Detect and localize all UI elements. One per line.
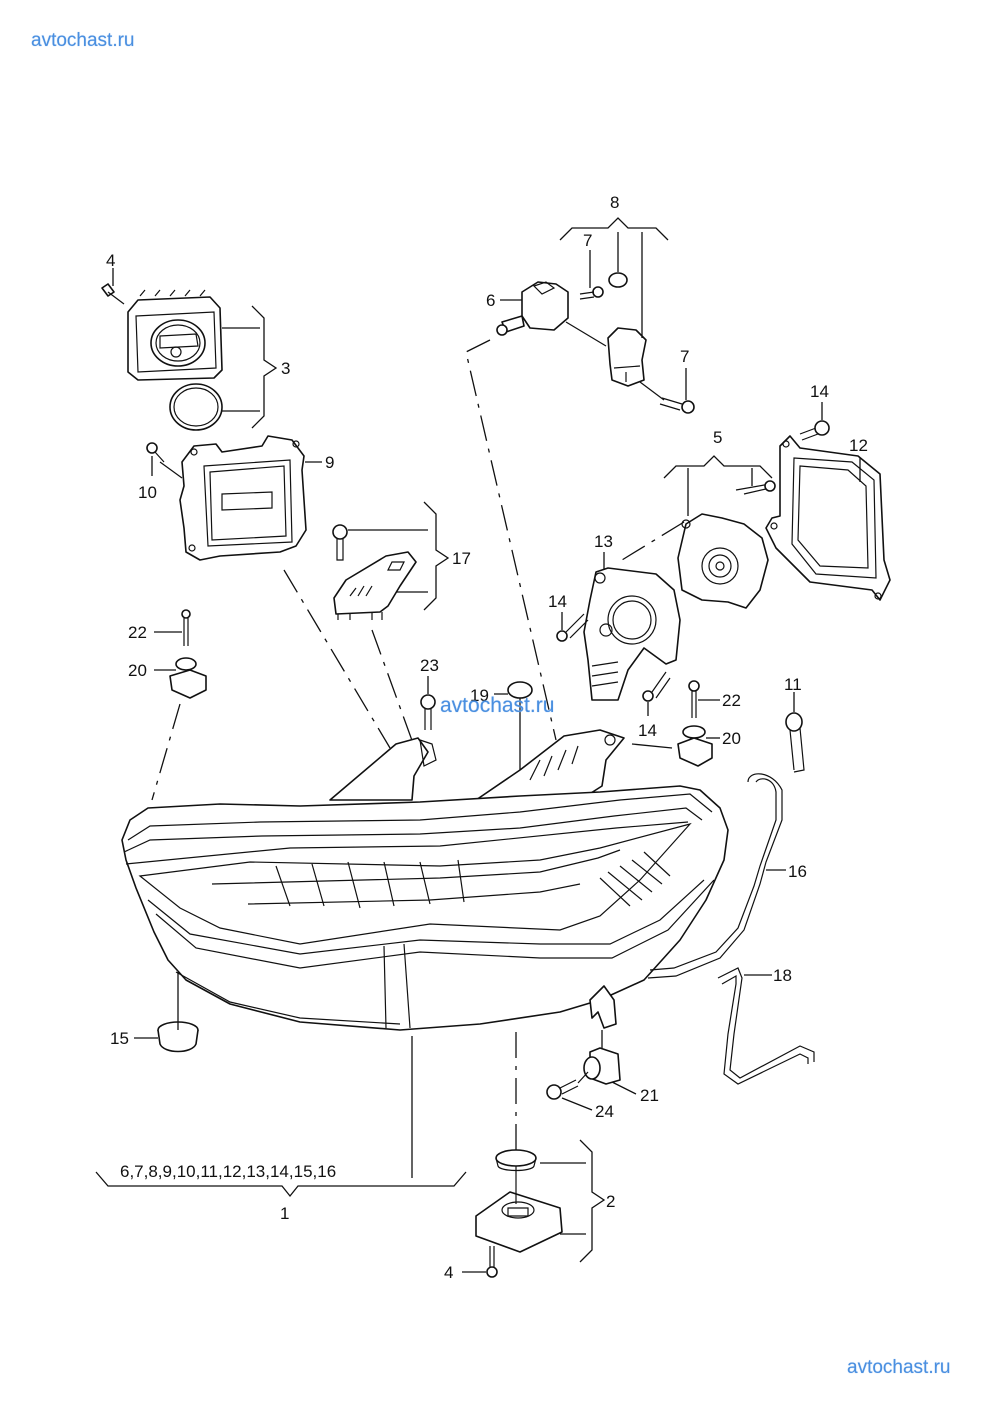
dash-6-to-housing	[465, 339, 557, 741]
part-8-cap	[608, 232, 628, 288]
callout-2: 2	[606, 1192, 615, 1211]
callout-22-right: 22	[722, 691, 741, 710]
part-17-bracket	[332, 524, 417, 620]
part-8-bracket	[565, 232, 647, 387]
part-14-screw-top	[799, 402, 830, 441]
callout-14-top: 14	[810, 382, 829, 401]
watermark-bottom: avtochast.ru	[847, 1357, 951, 1378]
part-15-cap	[157, 972, 199, 1053]
part-22-screw-right	[688, 680, 700, 718]
dash-20-to-housing	[151, 703, 181, 801]
part-10-screw	[146, 442, 183, 479]
part-2-control-unit	[475, 1149, 563, 1253]
callout-5: 5	[713, 428, 722, 447]
leader-2	[540, 1162, 586, 1235]
callout-14-bottom: 14	[638, 721, 657, 740]
part-13-holder	[583, 552, 681, 701]
part-23-screw	[420, 676, 436, 730]
part-3-control-unit	[127, 289, 223, 431]
callout-23: 23	[420, 656, 439, 675]
brace-3	[251, 305, 278, 429]
part-22-screw-left	[181, 609, 191, 646]
brace-8	[559, 217, 669, 241]
dash-9-to-housing	[283, 569, 391, 749]
part-1-headlight-housing	[121, 729, 729, 1031]
part-11-seal	[785, 692, 805, 773]
part-7-screw-right	[639, 368, 695, 414]
callout-7-top: 7	[583, 231, 592, 250]
callout-4-top: 4	[106, 251, 115, 270]
part-20-clip-right	[677, 725, 713, 767]
part-5-fan-motor	[677, 468, 776, 609]
callout-16: 16	[788, 862, 807, 881]
brace-5	[663, 455, 773, 479]
callout-14-left: 14	[548, 592, 567, 611]
callout-19: 19	[470, 686, 489, 705]
part-4-screw-top	[101, 268, 125, 305]
dash-13-to-5	[621, 521, 685, 561]
callout-20-left: 20	[128, 661, 147, 680]
callout-17: 17	[452, 549, 471, 568]
part-6-actuator	[496, 281, 569, 336]
callout-7-right: 7	[680, 347, 689, 366]
part-24-screw	[546, 1071, 593, 1111]
part-9-adapter-frame	[179, 435, 307, 561]
callout-9: 9	[325, 453, 334, 472]
part-12-gasket	[765, 435, 891, 601]
callout-10: 10	[138, 483, 157, 502]
callout-13: 13	[594, 532, 613, 551]
callout-4-bottom: 4	[444, 1263, 453, 1282]
callout-24: 24	[595, 1102, 614, 1121]
callout-1-group: 6,7,8,9,10,11,12,13,14,15,16	[120, 1162, 336, 1181]
part-21-clip	[583, 1030, 637, 1095]
leader-17	[348, 529, 428, 593]
brace-17	[423, 501, 450, 611]
callout-1: 1	[280, 1204, 289, 1223]
part-18-hose	[717, 967, 815, 1085]
callout-3: 3	[281, 359, 290, 378]
brace-1	[95, 1171, 467, 1198]
leader-20-to-housing	[631, 743, 673, 749]
callout-20-right: 20	[722, 729, 741, 748]
callout-8: 8	[610, 193, 619, 212]
part-14-screw-bottom	[642, 671, 671, 716]
watermark-center: avtochast.ru	[440, 694, 555, 717]
dash-17-to-housing	[371, 629, 415, 747]
callout-22-left: 22	[128, 623, 147, 642]
callout-11: 11	[784, 675, 802, 694]
watermark-top: avtochast.ru	[31, 30, 135, 51]
brace-2	[579, 1139, 606, 1263]
callout-21: 21	[640, 1086, 659, 1105]
callout-15: 15	[110, 1029, 129, 1048]
part-14-screw-left	[556, 612, 589, 642]
part-19-cap	[494, 681, 533, 772]
part-16-seal-strip	[647, 773, 783, 979]
part-4-screw-bottom	[486, 1246, 498, 1278]
leader-3	[222, 327, 260, 412]
callout-12: 12	[849, 436, 868, 455]
part-7-screw-top	[579, 250, 604, 300]
callout-6: 6	[486, 291, 495, 310]
callout-18: 18	[773, 966, 792, 985]
part-20-clip-left	[169, 657, 207, 699]
